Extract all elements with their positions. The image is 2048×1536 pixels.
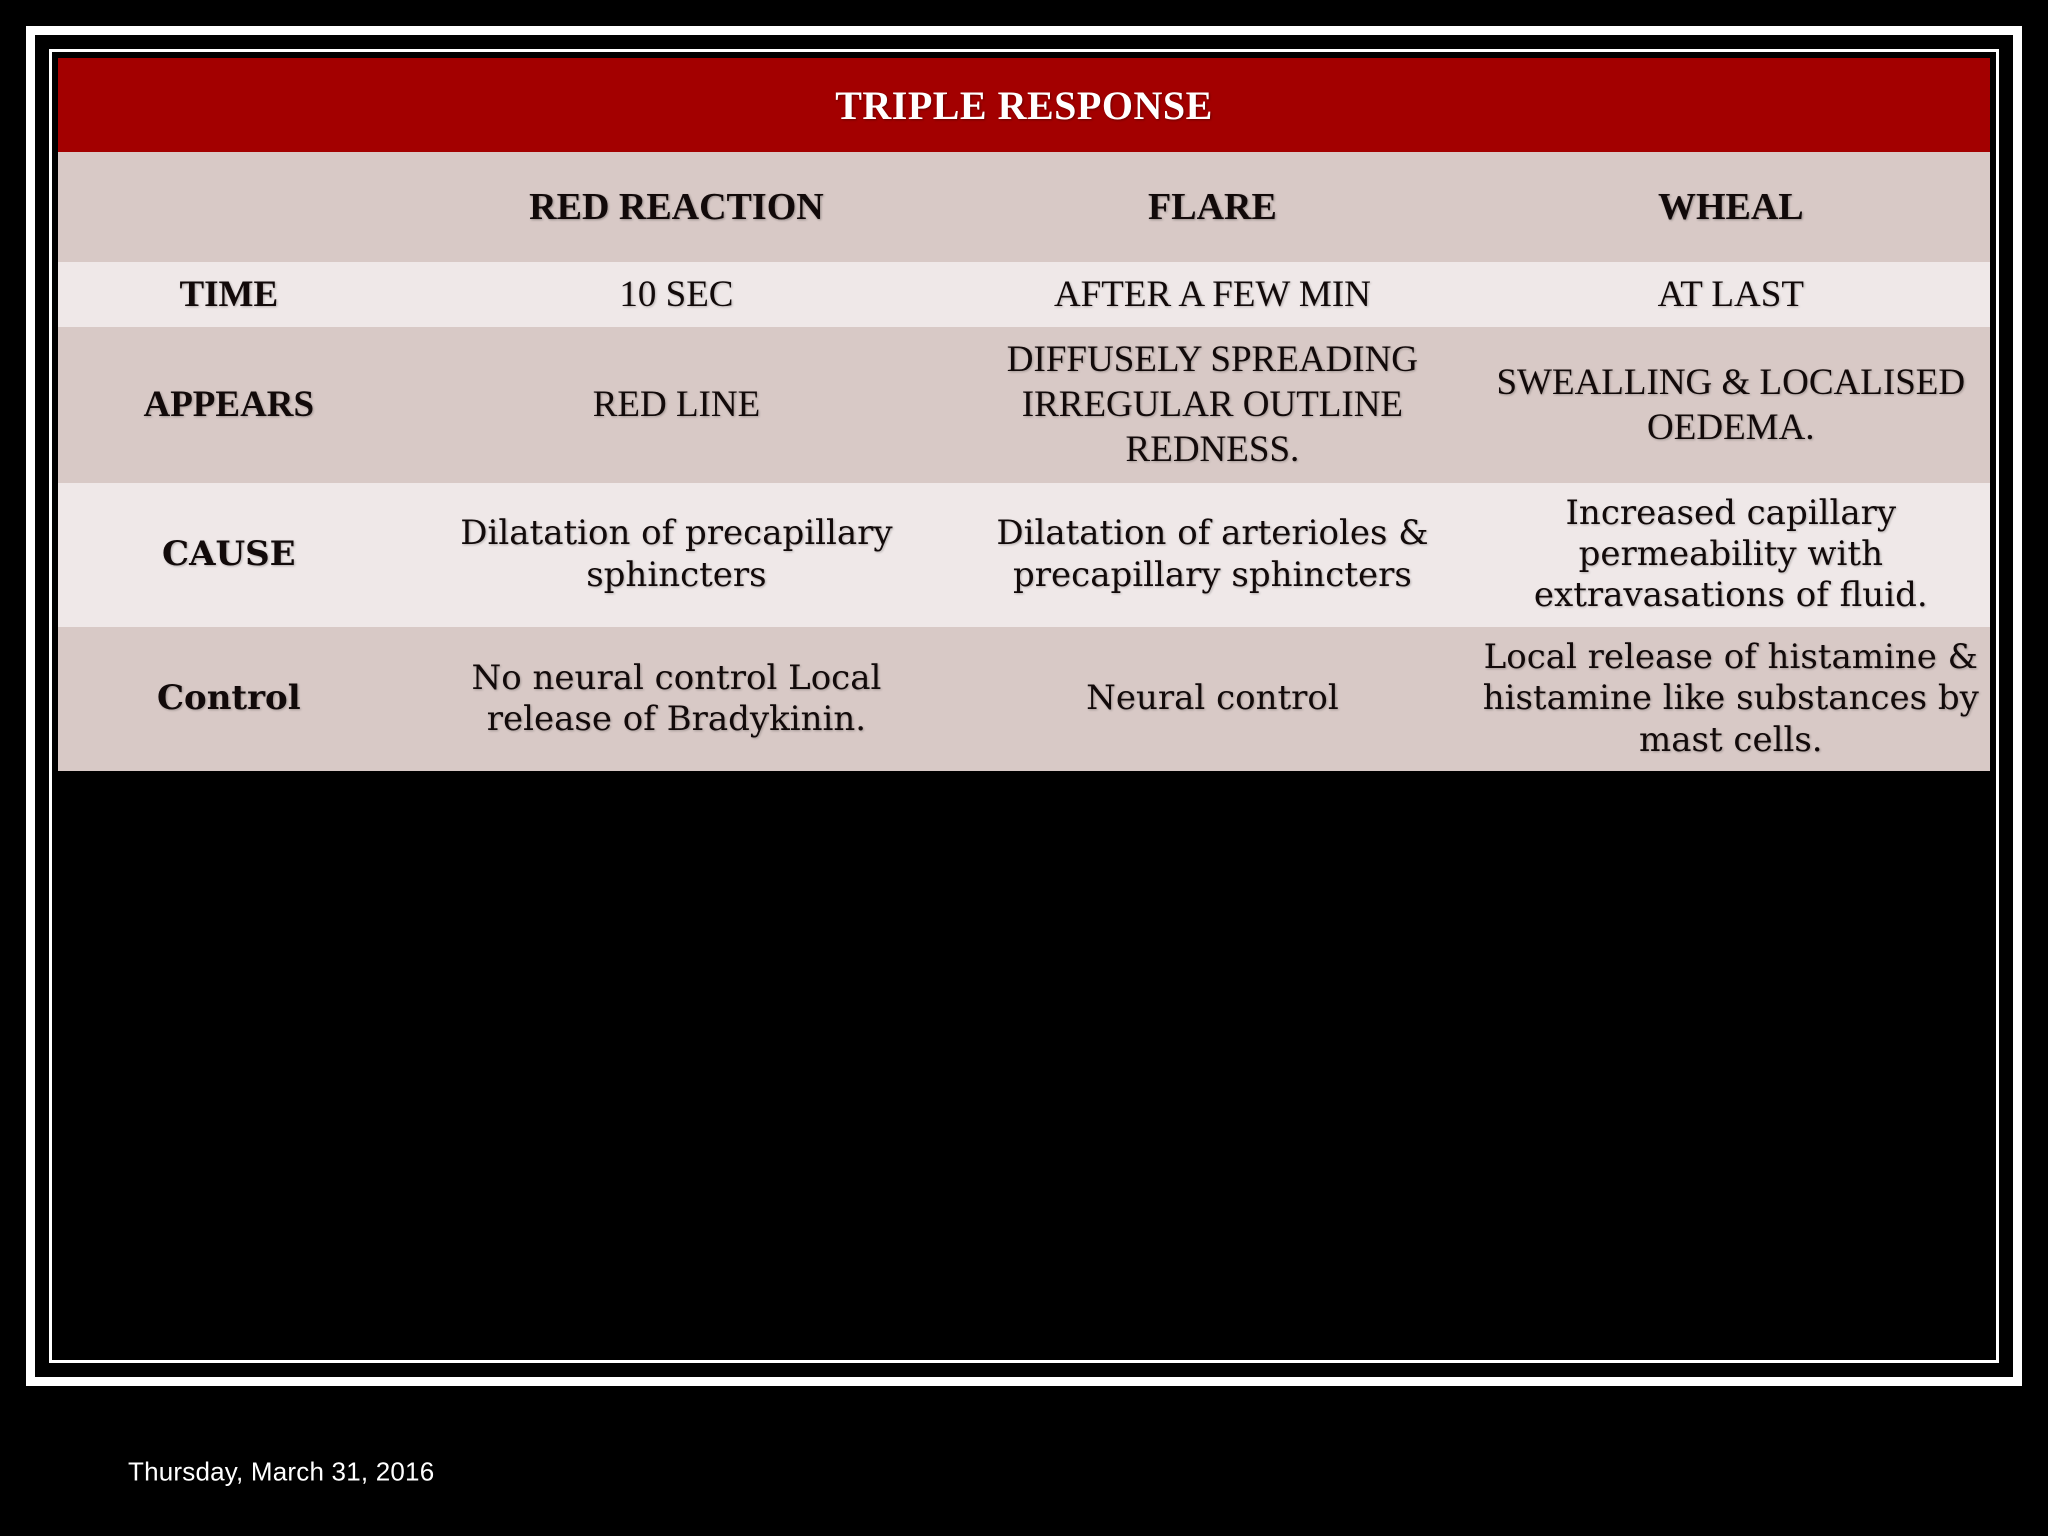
cell-control-red-reaction: No neural control Local release of Brady…	[399, 626, 954, 772]
table-title-row: TRIPLE RESPONSE	[58, 58, 1990, 152]
table-row: TIME 10 SEC AFTER A FEW MIN AT LAST	[58, 262, 1990, 328]
cell-time-wheal: AT LAST	[1471, 262, 1990, 328]
table-header-row: RED REACTION FLARE WHEAL	[58, 152, 1990, 262]
decorative-frame-inner: TRIPLE RESPONSE RED REACTION FLARE WHEAL	[35, 35, 2013, 1377]
table-row: APPEARS RED LINE DIFFUSELY SPREADING IRR…	[58, 327, 1990, 483]
cell-time-flare: AFTER A FEW MIN	[953, 262, 1472, 328]
cell-cause-red-reaction: Dilatation of precapillary sphincters	[399, 482, 954, 627]
row-label-control: Control	[58, 626, 400, 772]
column-header-blank	[58, 152, 400, 262]
table-row: CAUSE Dilatation of precapillary sphinct…	[58, 482, 1990, 627]
decorative-frame-outer: TRIPLE RESPONSE RED REACTION FLARE WHEAL	[26, 26, 2022, 1386]
cell-time-red-reaction: 10 SEC	[399, 262, 954, 328]
cell-control-wheal: Local release of histamine & histamine l…	[1471, 626, 1990, 772]
column-header-red-reaction: RED REACTION	[399, 152, 954, 262]
cell-appears-flare: DIFFUSELY SPREADING IRREGULAR OUTLINE RE…	[953, 327, 1472, 483]
cell-control-flare: Neural control	[953, 626, 1472, 772]
row-label-appears: APPEARS	[58, 327, 400, 483]
table-well: TRIPLE RESPONSE RED REACTION FLARE WHEAL	[52, 52, 1996, 1360]
table-row: Control No neural control Local release …	[58, 626, 1990, 772]
page-title: TRIPLE RESPONSE	[58, 58, 1990, 152]
cell-cause-wheal: Increased capillary permeability with ex…	[1471, 482, 1990, 627]
cell-appears-wheal: SWEALLING & LOCALISED OEDEMA.	[1471, 327, 1990, 483]
row-label-time: TIME	[58, 262, 400, 328]
cell-appears-red-reaction: RED LINE	[399, 327, 954, 483]
footer-date: Thursday, March 31, 2016	[128, 1456, 435, 1487]
column-header-flare: FLARE	[953, 152, 1472, 262]
column-header-wheal: WHEAL	[1471, 152, 1990, 262]
triple-response-table: TRIPLE RESPONSE RED REACTION FLARE WHEAL	[58, 58, 1990, 772]
row-label-cause: CAUSE	[58, 482, 400, 627]
cell-cause-flare: Dilatation of arterioles & precapillary …	[953, 482, 1472, 627]
decorative-frame-hairline: TRIPLE RESPONSE RED REACTION FLARE WHEAL	[49, 49, 1999, 1363]
